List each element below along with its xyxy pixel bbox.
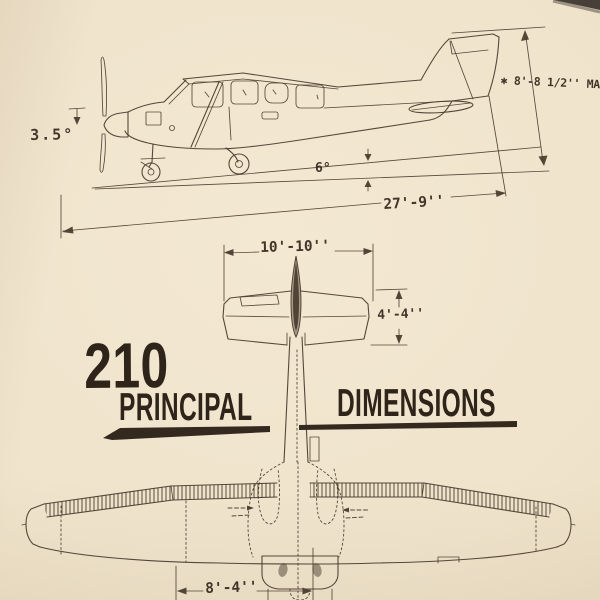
wing-strut: [190, 81, 224, 148]
title-underline-right: [299, 421, 517, 430]
landing-light: [437, 556, 460, 564]
stabilizer-span-label: 10'-10'': [260, 238, 331, 256]
side-view-drawing: [99, 33, 500, 182]
track-dimension: [175, 547, 314, 600]
left-flap-aileron-hatching: [44, 483, 277, 517]
cabin-windows: [191, 80, 325, 109]
propeller: [99, 56, 108, 173]
page-corner-shadow: [552, 0, 600, 14]
wheel-track-label: 8'-4'': [205, 579, 258, 597]
span-dimension: [223, 243, 374, 302]
engine-cowling: [261, 555, 339, 600]
length-dimension: [60, 95, 507, 239]
cowl-access-panel: [145, 111, 162, 126]
ground-angle-label: 6°: [315, 161, 331, 176]
plan-view-drawing: [21, 243, 576, 600]
datum-line: [94, 170, 550, 190]
ground-line: [91, 146, 542, 189]
nose-gear: [140, 143, 166, 182]
tail-boom: [283, 336, 320, 599]
height-dimension: [451, 26, 548, 166]
prop-angle-label: 3.5°: [30, 125, 75, 144]
chord-dimension: [370, 288, 408, 346]
fin-rudder: [337, 33, 500, 102]
cabin-outline: [227, 461, 369, 558]
stabilizer-plan: [222, 290, 370, 346]
title-underline-left: [103, 426, 270, 440]
stabilizer-chord-label: 4'-4'': [377, 306, 425, 323]
title-word-dimensions: DIMENSIONS: [337, 382, 496, 425]
right-flap-aileron-hatching: [310, 483, 553, 517]
right-wing: [309, 482, 576, 565]
spinner: [103, 111, 129, 138]
title-word-principal: PRINCIPAL: [119, 386, 253, 429]
side-view-dimensions: [60, 26, 550, 239]
left-wing: [21, 482, 314, 565]
spinner-plan: [289, 588, 311, 600]
main-gear: [225, 147, 250, 175]
